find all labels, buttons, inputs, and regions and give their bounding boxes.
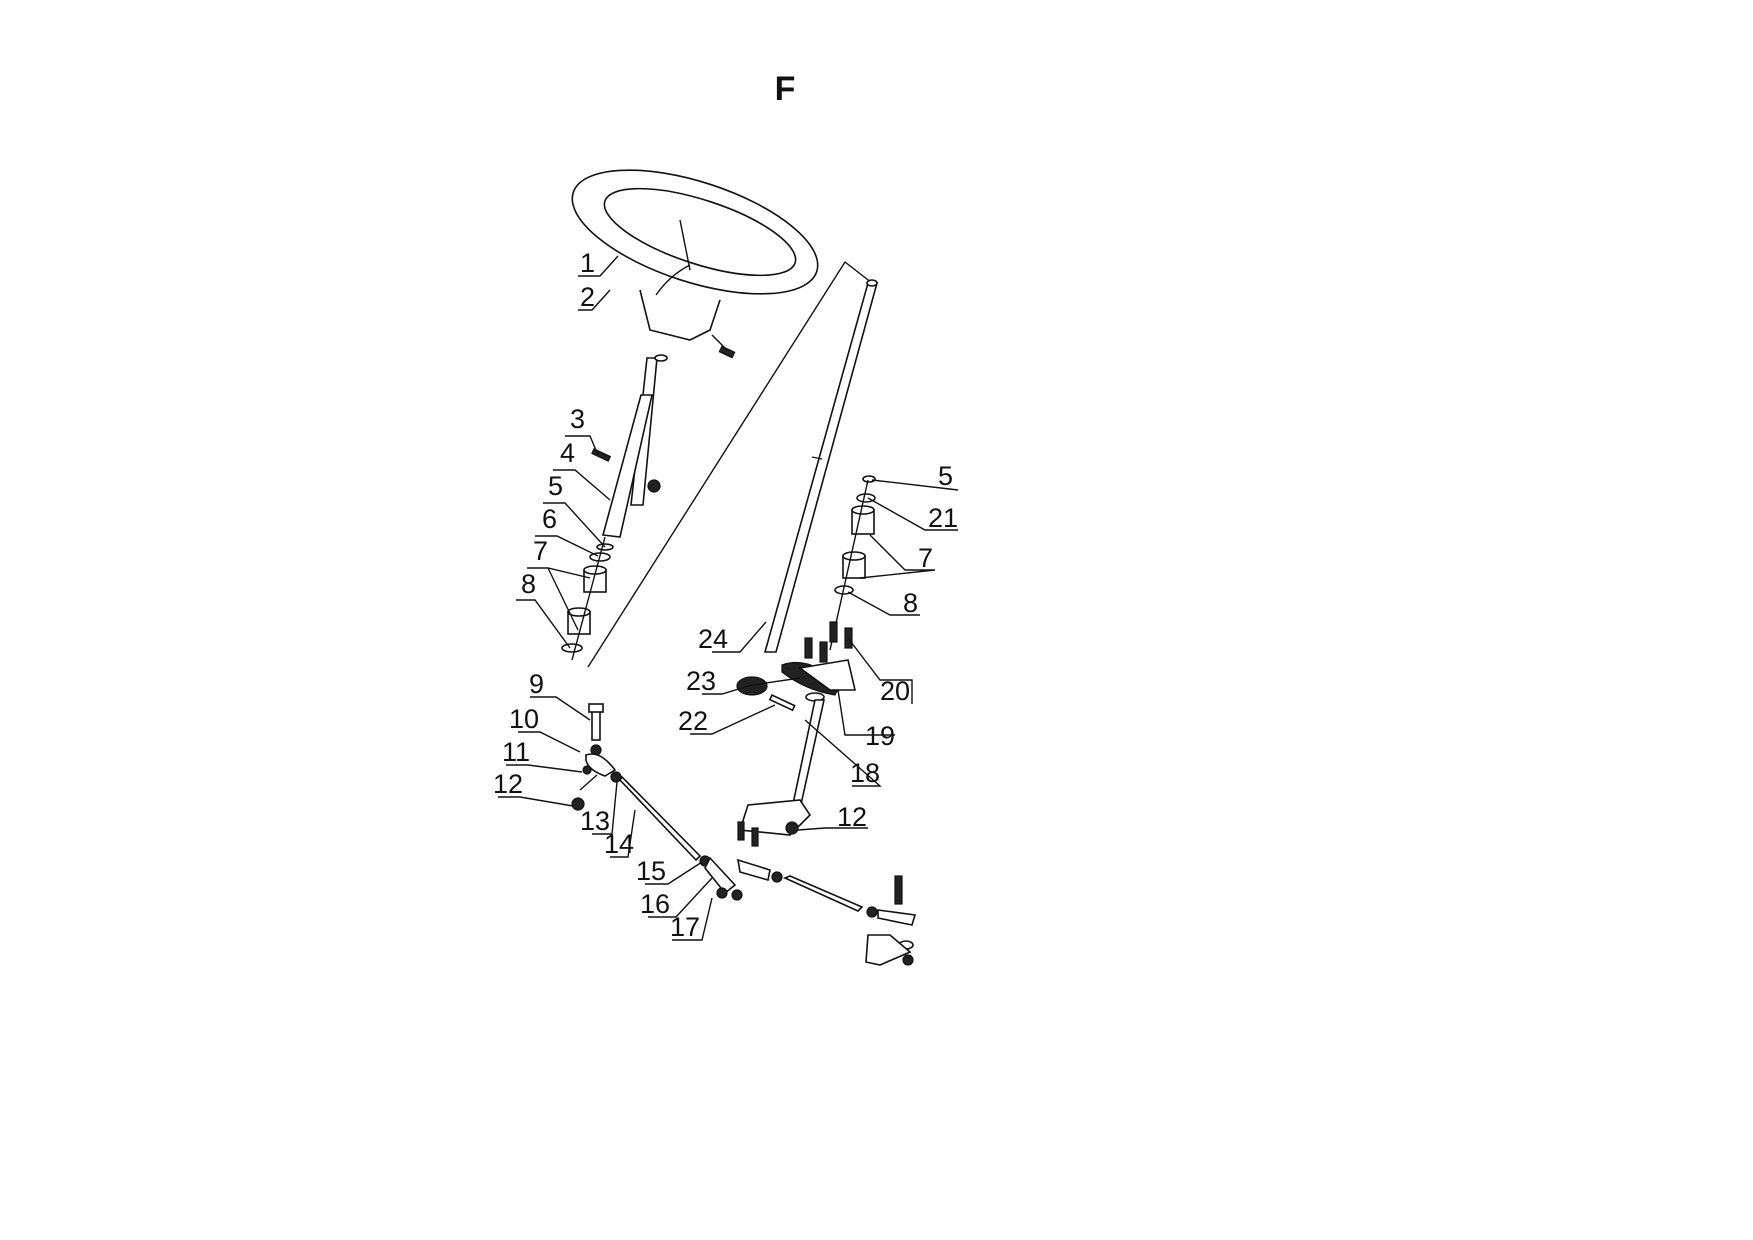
callout-15: 15 bbox=[636, 856, 666, 886]
callout-3: 3 bbox=[570, 404, 585, 434]
callout-6: 6 bbox=[542, 504, 557, 534]
callout-8-right: 8 bbox=[903, 588, 918, 618]
callout-23: 23 bbox=[686, 666, 716, 696]
leader-lines bbox=[498, 255, 959, 941]
steering-wheel bbox=[571, 169, 819, 359]
callout-9: 9 bbox=[529, 669, 544, 699]
callout-24: 24 bbox=[698, 624, 728, 654]
callout-17: 17 bbox=[670, 912, 700, 942]
callout-20: 20 bbox=[880, 676, 910, 706]
callout-13: 13 bbox=[580, 806, 610, 836]
section-letter: F bbox=[775, 70, 796, 108]
callout-22: 22 bbox=[678, 706, 708, 736]
callout-10: 10 bbox=[509, 704, 539, 734]
callout-8-left: 8 bbox=[521, 569, 536, 599]
callout-5-right: 5 bbox=[938, 461, 953, 491]
callout-12-right: 12 bbox=[837, 802, 867, 832]
steering-shaft bbox=[587, 260, 879, 668]
upper-steering-column bbox=[561, 354, 668, 661]
callout-11: 11 bbox=[502, 737, 530, 767]
callout-19: 19 bbox=[865, 721, 895, 751]
callout-1: 1 bbox=[580, 248, 595, 278]
left-tie-rod bbox=[571, 703, 743, 901]
callout-7-right: 7 bbox=[918, 543, 933, 573]
callout-5-left: 5 bbox=[548, 471, 563, 501]
callout-14: 14 bbox=[604, 829, 634, 859]
right-bushing-stack bbox=[829, 475, 876, 651]
callout-7-left: 7 bbox=[533, 536, 548, 566]
right-tie-rod bbox=[736, 858, 917, 966]
callout-21: 21 bbox=[928, 503, 958, 533]
callout-2: 2 bbox=[580, 282, 595, 312]
callout-4: 4 bbox=[560, 438, 575, 468]
callout-18: 18 bbox=[850, 758, 880, 788]
callout-12-left: 12 bbox=[493, 769, 523, 799]
callout-labels: 1 2 3 4 5 6 7 8 5 21 7 8 24 23 20 22 19 … bbox=[493, 248, 958, 942]
callout-16: 16 bbox=[640, 889, 670, 919]
